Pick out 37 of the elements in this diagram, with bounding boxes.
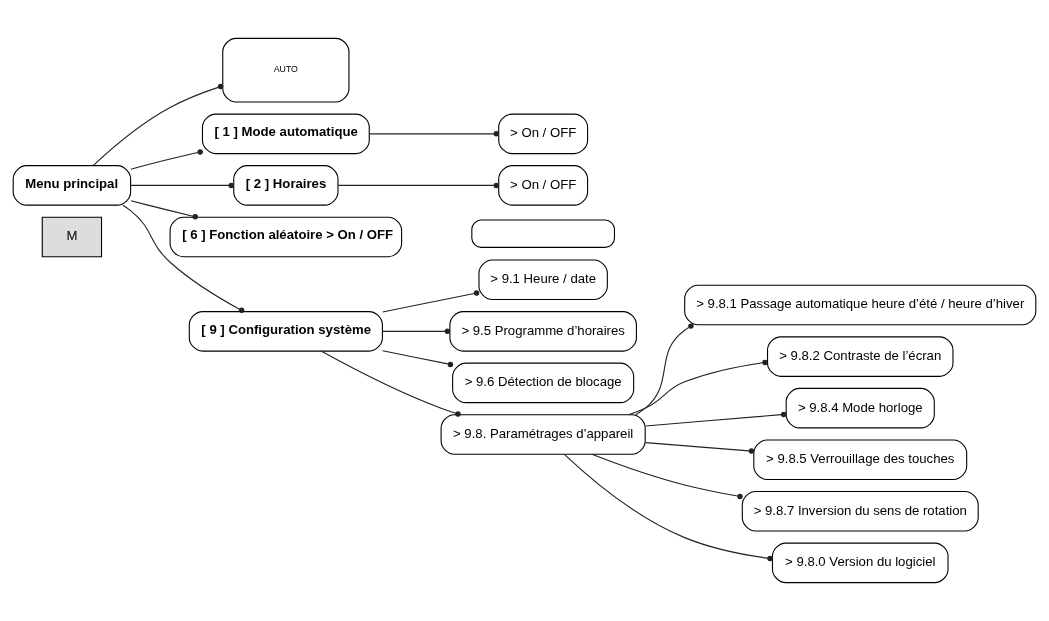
connector: [130, 149, 203, 170]
connector: [564, 454, 773, 562]
node-box: > 9.8.4 Mode horloge: [785, 387, 935, 429]
node-box: > 9.8.7 Inversion du sens de rotation: [741, 491, 979, 532]
node-box: [ 1 ] Mode automatique: [201, 113, 370, 155]
connector: [130, 182, 234, 189]
node-box: > On / OFF: [498, 113, 589, 155]
node-box: > On / OFF: [498, 165, 589, 206]
connector: [337, 182, 499, 189]
node-box: > 9.1 Heure / date: [478, 259, 608, 301]
node-box: AUTO: [222, 37, 350, 103]
connector: [635, 323, 694, 416]
node-box: M: [41, 216, 103, 258]
connector: [382, 350, 454, 368]
node-box: [ 6 ] Fonction aléatoire > On / OFF: [169, 216, 403, 258]
connector: [382, 290, 480, 313]
connector: [92, 83, 224, 166]
node-box: > 9.5 Programme d’horaires: [449, 311, 637, 352]
connector: [321, 350, 461, 417]
node-box: > 9.8. Paramétrages d’appareil: [440, 414, 646, 455]
node-box: Menu principal: [12, 165, 132, 206]
connector: [628, 359, 768, 416]
connector: [382, 328, 451, 335]
node-box: [ 9 ] Configuration système: [188, 311, 383, 352]
connector: [130, 200, 198, 220]
connector: [645, 442, 755, 454]
node-box: [471, 219, 615, 248]
node-box: > 9.8.1 Passage automatique heure d’été / heure d’hiver: [684, 284, 1037, 326]
node-box: [ 2 ] Horaires: [233, 165, 339, 206]
node-box: > 9.8.2 Contraste de l’écran: [767, 336, 954, 377]
node-box: > 9.8.0 Version du logiciel: [771, 542, 949, 584]
connector: [368, 131, 499, 137]
connector: [645, 411, 787, 427]
node-box: > 9.6 Détection de blocage: [452, 362, 635, 404]
connector: [591, 453, 743, 500]
node-box: > 9.8.5 Verrouillage des touches: [753, 439, 968, 481]
connector: [122, 204, 245, 314]
